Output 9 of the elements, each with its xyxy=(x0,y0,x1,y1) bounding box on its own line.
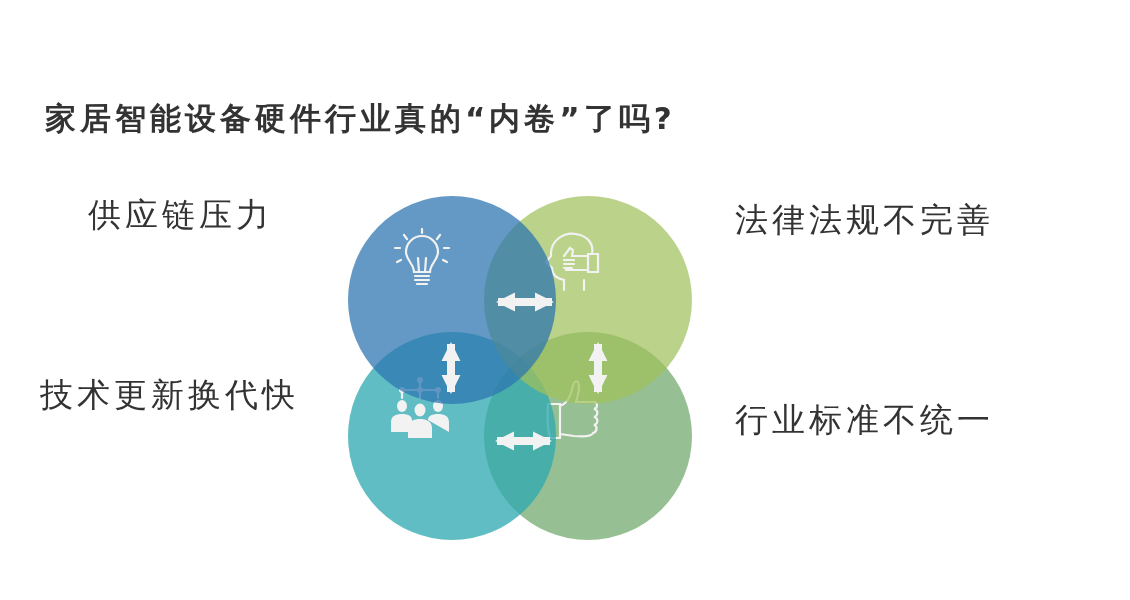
double-arrow xyxy=(496,292,554,312)
category-label: 行业标准不统一 xyxy=(735,399,994,441)
double-arrow xyxy=(588,342,608,394)
double-arrow xyxy=(495,431,552,451)
category-label: 供应链压力 xyxy=(88,194,273,236)
title: 家居智能设备硬件行业真的“内卷”了吗? xyxy=(45,99,676,138)
category-label: 技术更新换代快 xyxy=(40,374,299,416)
double-arrow xyxy=(441,342,461,394)
category-label: 法律法规不完善 xyxy=(735,199,994,241)
